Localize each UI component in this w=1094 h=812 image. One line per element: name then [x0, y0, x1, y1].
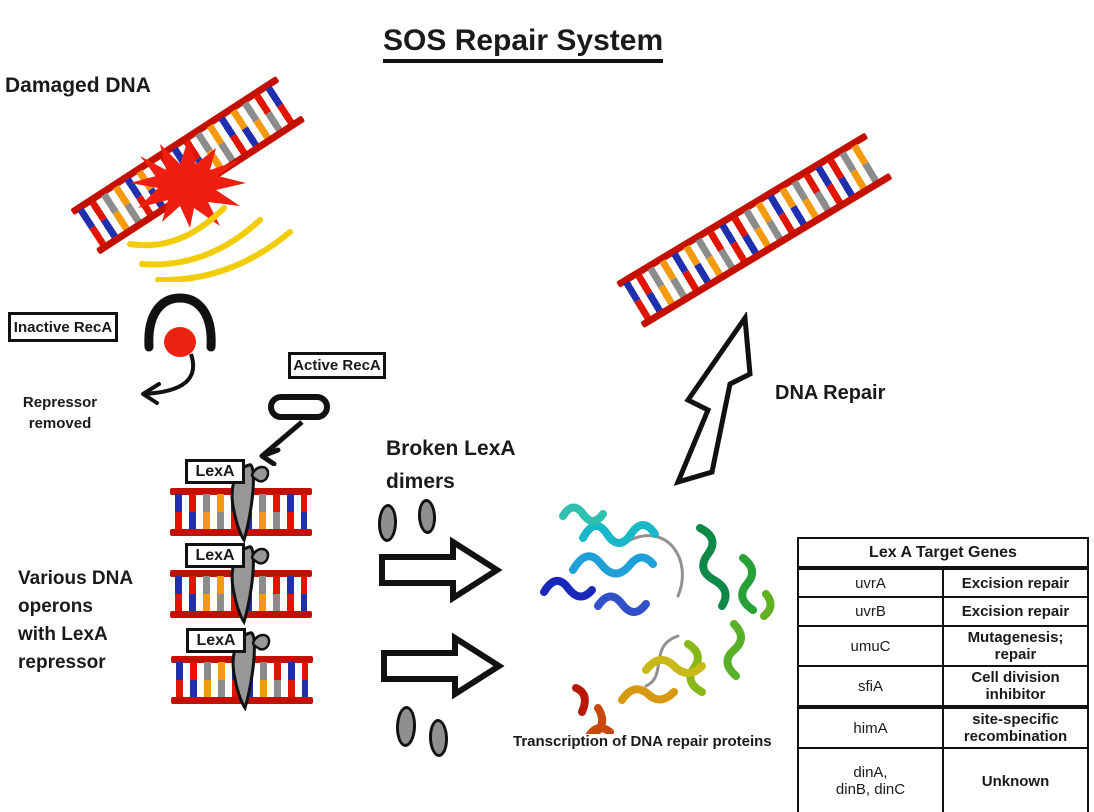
lexa-label: LexA	[195, 462, 235, 480]
lexa-label-box: LexA	[186, 628, 246, 653]
protein-structure-graphic	[540, 503, 775, 734]
operons-caption: Various DNA operons with LexA repressor	[18, 568, 134, 673]
function-cell: Excision repair	[942, 596, 1089, 627]
dna-rungs	[634, 158, 886, 321]
inactive-reca-shape	[144, 293, 216, 357]
table-row: uvrA Excision repair	[797, 567, 1089, 598]
dna-operon-2: LexA	[170, 543, 312, 625]
table-row: uvrB Excision repair	[797, 596, 1089, 627]
dna-operon-3: LexA	[171, 628, 313, 711]
dna-operon-1: LexA	[170, 459, 312, 543]
gene-cell: umuC	[797, 625, 944, 667]
repaired-dna-graphic	[616, 132, 893, 329]
active-reca-shape	[268, 394, 330, 420]
function-cell: Excision repair	[942, 567, 1089, 598]
broken-dimers-label: Broken LexA dimers	[386, 437, 516, 493]
block-arrow-right-2	[381, 633, 505, 699]
table-title: Lex A Target Genes	[797, 537, 1089, 570]
inactive-reca-box: Inactive RecA	[8, 312, 118, 342]
transcription-caption: Transcription of DNA repair proteins	[513, 733, 772, 750]
gene-cell: himA	[797, 706, 944, 749]
function-cell: Mutagenesis; repair	[942, 625, 1089, 667]
table-row: himA site-specific recombination	[797, 706, 1089, 749]
page-title: SOS Repair System	[383, 24, 664, 63]
table-row: sfiA Cell division inhibitor	[797, 665, 1089, 709]
lexa-label: LexA	[196, 631, 236, 649]
damaged-dna-label: Damaged DNA	[5, 74, 151, 97]
repressor-removed-label: Repressor removed	[22, 394, 98, 432]
lexa-label-box: LexA	[185, 459, 245, 484]
gene-cell: uvrB	[797, 596, 944, 627]
activation-arrow	[259, 420, 304, 466]
lexa-target-genes-table: Lex A Target Genes uvrA Excision repair …	[797, 537, 1089, 812]
damage-starburst-icon	[130, 140, 246, 228]
gene-cell: sfiA	[797, 665, 944, 709]
gene-cell: uvrA	[797, 567, 944, 598]
function-cell: Unknown	[942, 747, 1089, 812]
table-header-row: Lex A Target Genes	[797, 537, 1089, 570]
block-arrow-right-1	[379, 537, 503, 603]
broken-lexa-dimer-oval	[428, 718, 449, 758]
broken-lexa-dimer-oval	[395, 705, 417, 748]
lexa-label: LexA	[195, 546, 235, 564]
dna-repair-up-arrow	[673, 312, 753, 486]
radiation-waves-icon	[127, 205, 293, 282]
active-reca-label: Active RecA	[293, 357, 381, 374]
dna-rungs	[623, 140, 875, 303]
inactive-reca-label: Inactive RecA	[13, 318, 113, 336]
dna-repair-label: DNA Repair	[775, 382, 886, 404]
lexa-label-box: LexA	[185, 543, 245, 568]
function-cell: Cell division inhibitor	[942, 665, 1089, 709]
broken-lexa-dimer-oval	[417, 498, 437, 535]
function-cell: site-specific recombination	[942, 706, 1089, 749]
table-row: dinA, dinB, dinC Unknown	[797, 747, 1089, 812]
gene-cell: dinA, dinB, dinC	[797, 747, 944, 812]
active-reca-box: Active RecA	[288, 352, 386, 379]
repressor-removed-arrow	[141, 353, 196, 405]
table-row: umuC Mutagenesis; repair	[797, 625, 1089, 667]
